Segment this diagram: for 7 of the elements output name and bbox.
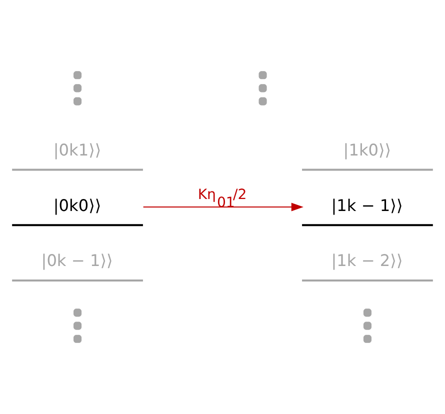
node-text: |0k − 1⟩⟩ <box>41 251 113 270</box>
node-text: |1k − 1⟩⟩ <box>331 196 403 215</box>
node-text: |0k1⟩⟩ <box>53 140 102 160</box>
node-text: |1k − 2⟩⟩ <box>331 251 403 270</box>
node-text: |1k0⟩⟩ <box>343 140 392 160</box>
arrow <box>143 202 304 212</box>
node-text: |0k0⟩⟩ <box>53 196 102 215</box>
